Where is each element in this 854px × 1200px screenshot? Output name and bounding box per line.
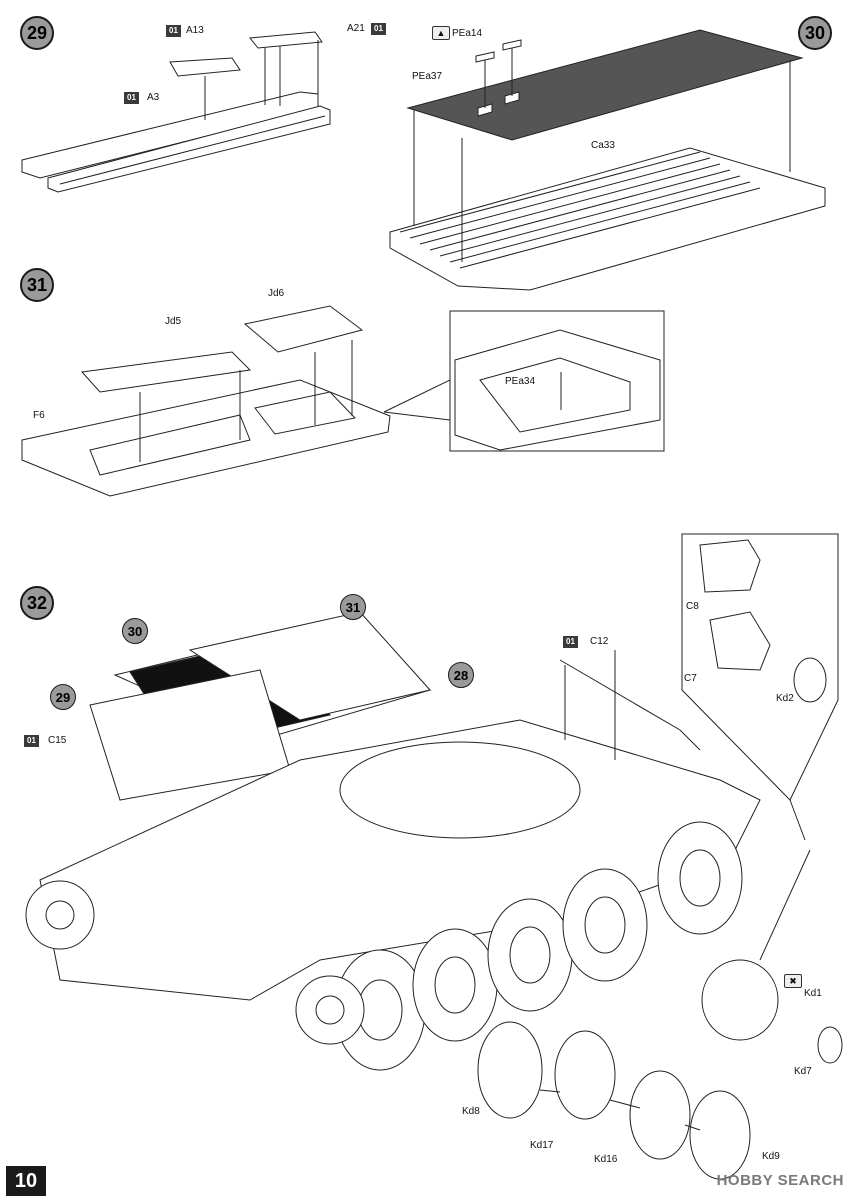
pe-part-icon: ▲	[432, 26, 450, 40]
step29-parts	[21, 31, 331, 193]
label-kd2: Kd2	[776, 693, 794, 704]
step30-parts	[389, 29, 826, 291]
step31-parts	[21, 305, 665, 497]
label-pea37: PEa37	[412, 71, 443, 82]
label-c7: C7	[684, 673, 697, 684]
label-c12: C12	[590, 636, 609, 647]
label-pea34: PEa34	[505, 376, 536, 387]
step-30-number: 30	[798, 16, 832, 50]
label-f6: F6	[33, 410, 45, 421]
label-kd9: Kd9	[762, 1151, 780, 1162]
sprue-tag-a3: 01	[124, 92, 139, 104]
label-ca33: Ca33	[591, 140, 615, 151]
label-c15: C15	[48, 735, 67, 746]
label-a13: A13	[186, 25, 204, 36]
remove-part-icon: ✖	[784, 974, 802, 988]
label-jd6: Jd6	[268, 288, 285, 299]
label-kd17: Kd17	[530, 1140, 554, 1151]
label-kd8: Kd8	[462, 1106, 480, 1117]
sprue-tag-a13: 01	[166, 25, 181, 37]
step-29-number: 29	[20, 16, 54, 50]
sprue-tag-c15: 01	[24, 735, 39, 747]
label-kd7: Kd7	[794, 1066, 812, 1077]
label-a3: A3	[147, 92, 160, 103]
label-c8: C8	[686, 601, 699, 612]
ref-step-28: 28	[448, 662, 474, 688]
ref-step-29: 29	[50, 684, 76, 710]
ref-step-30: 30	[122, 618, 148, 644]
page-number: 10	[6, 1166, 46, 1196]
label-pea14: PEa14	[452, 28, 483, 39]
sprue-tag-a21: 01	[371, 23, 386, 35]
step-31-number: 31	[20, 268, 54, 302]
watermark: HOBBY SEARCH	[716, 1172, 844, 1189]
label-jd5: Jd5	[165, 316, 182, 327]
label-kd1: Kd1	[804, 988, 822, 999]
step32-parts	[25, 533, 843, 1180]
step-32-number: 32	[20, 586, 54, 620]
ref-step-31: 31	[340, 594, 366, 620]
sprue-tag-c12: 01	[563, 636, 578, 648]
label-kd16: Kd16	[594, 1154, 618, 1165]
label-a21: A21	[347, 23, 365, 34]
